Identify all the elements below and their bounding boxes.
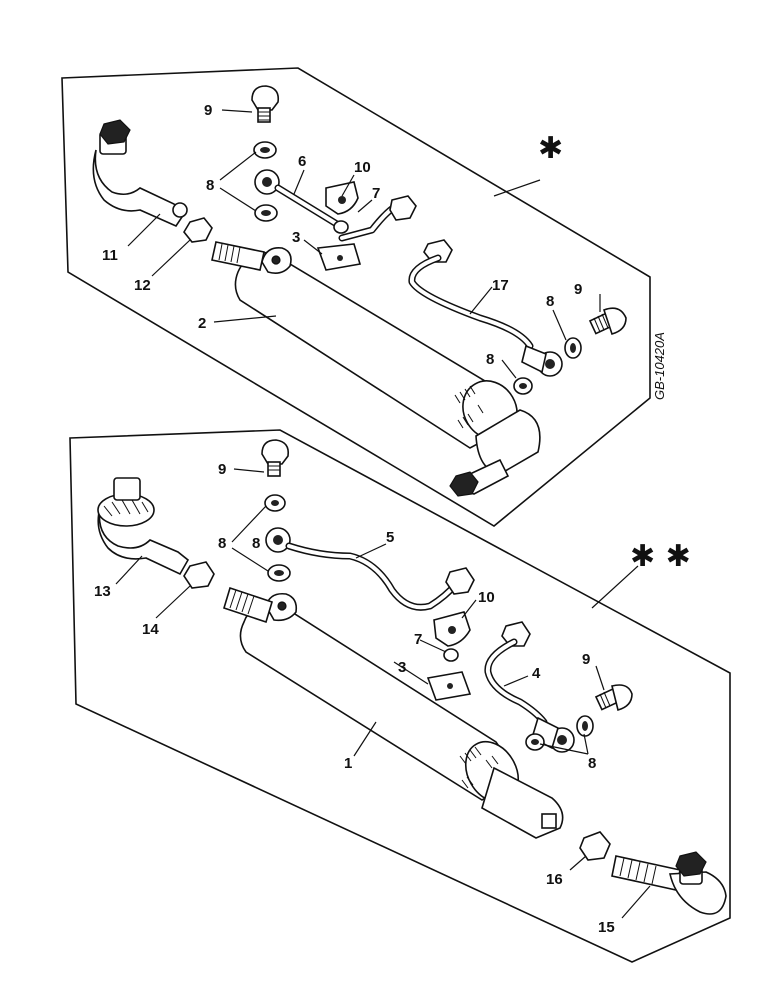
callout-upper-17: 17 xyxy=(492,277,509,294)
callout-upper-6: 6 xyxy=(298,153,306,170)
callout-upper-12: 12 xyxy=(134,277,151,294)
lower-tie-rod-end-15 xyxy=(611,851,727,915)
callout-upper-10: 10 xyxy=(354,159,371,176)
lower-nut-16 xyxy=(579,831,611,861)
callout-lower-16: 16 xyxy=(546,871,563,888)
lower-nut-14 xyxy=(183,561,215,589)
lower-banjo-bolt-right xyxy=(594,684,633,711)
callout-lower-9a: 9 xyxy=(218,461,226,478)
callout-lower-5: 5 xyxy=(386,529,394,546)
upper-panel-outline xyxy=(61,67,651,527)
callout-lower-8c: 8 xyxy=(588,755,596,772)
callout-lower-8b: 8 xyxy=(252,535,260,552)
upper-assembly-marker: ✱ xyxy=(538,131,563,166)
lower-clamp-nut xyxy=(443,648,459,662)
upper-assembly xyxy=(61,67,651,527)
callout-upper-8c: 8 xyxy=(486,351,494,368)
upper-clamp-nut xyxy=(333,220,349,234)
callout-lower-15: 15 xyxy=(598,919,615,936)
callout-lower-8a: 8 xyxy=(218,535,226,552)
callout-upper-2: 2 xyxy=(198,315,206,332)
callout-upper-9b: 9 xyxy=(574,281,582,298)
callout-upper-8b: 8 xyxy=(546,293,554,310)
upper-pipe-17 xyxy=(408,239,563,377)
callout-lower-13: 13 xyxy=(94,583,111,600)
callout-upper-3: 3 xyxy=(292,229,300,246)
lower-pipe-4 xyxy=(484,621,575,753)
lower-tie-rod-end xyxy=(97,477,190,576)
callout-lower-3: 3 xyxy=(398,659,406,676)
callout-lower-1: 1 xyxy=(344,755,352,772)
callout-upper-8a: 8 xyxy=(206,177,214,194)
upper-banjo-bolt-top xyxy=(251,85,280,123)
upper-callouts: 9 8 6 10 7 11 12 3 2 17 8 9 8 ✱ xyxy=(102,102,582,368)
lower-cylinder xyxy=(223,586,564,839)
callout-upper-7: 7 xyxy=(372,185,380,202)
callout-upper-9a: 9 xyxy=(204,102,212,119)
callout-lower-4: 4 xyxy=(532,665,541,682)
lower-panel-outline xyxy=(69,429,731,963)
upper-banjo-bolt-right xyxy=(588,307,627,335)
callout-lower-7: 7 xyxy=(414,631,422,648)
lower-assembly xyxy=(69,429,731,963)
lower-banjo-bolt-top xyxy=(261,439,290,477)
upper-cylinder xyxy=(211,241,541,497)
lower-callouts: 9 8 8 5 10 13 14 7 3 4 9 1 8 16 15 ✱ ✱ xyxy=(94,461,691,936)
callout-upper-11: 11 xyxy=(102,247,118,264)
callout-lower-14: 14 xyxy=(142,621,159,638)
upper-tie-rod-end xyxy=(92,119,188,228)
drawing-reference-code: GB-10420A xyxy=(652,332,667,400)
lower-assembly-marker: ✱ ✱ xyxy=(630,539,691,574)
leader-lines xyxy=(115,109,651,919)
callout-lower-10: 10 xyxy=(478,589,495,606)
callout-lower-9b: 9 xyxy=(582,651,590,668)
upper-nut xyxy=(183,217,213,243)
